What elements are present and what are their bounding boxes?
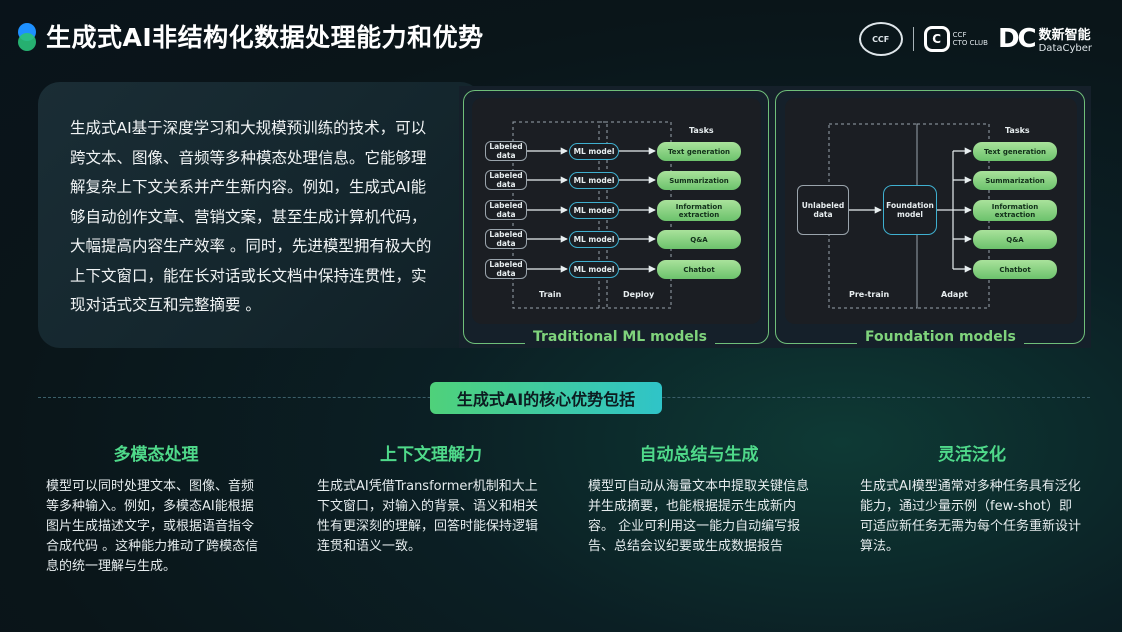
labeled-data-node: Labeled data xyxy=(485,141,527,161)
title-bullet-icon xyxy=(18,23,36,51)
feature-body: 模型可自动从海量文本中提取关键信息并生成摘要，也能根据提示生成新内容。 企业可利… xyxy=(588,479,810,554)
right-tasks-header: Tasks xyxy=(1005,126,1030,135)
title-bar: 生成式AI非结构化数据处理能力和优势 xyxy=(18,18,484,54)
cto-mark-icon: C xyxy=(923,26,950,52)
labeled-data-node: Labeled data xyxy=(485,200,527,220)
ml-vs-foundation-diagram: Traditional ML models Foundation models xyxy=(459,86,1091,348)
dc-mark-icon: DC xyxy=(997,24,1037,54)
cto-line2: CTO CLUB xyxy=(952,39,988,47)
feature-generalization: 灵活泛化 生成式AI模型通常对多种任务具有泛化能力，通过少量示例（few-sho… xyxy=(860,440,1084,557)
task-chatbot: Chatbot xyxy=(657,260,741,279)
cto-club-logo: C CCF CTO CLUB xyxy=(923,26,988,52)
feature-title: 多模态处理 xyxy=(113,445,199,465)
task-text-generation: Text generation xyxy=(657,142,741,161)
page-title: 生成式AI非结构化数据处理能力和优势 xyxy=(46,23,484,52)
feature-body: 生成式AI凭借Transformer机制和大上下文窗口，对输入的背景、语义和相关… xyxy=(317,479,539,554)
feature-summarize: 自动总结与生成 模型可自动从海量文本中提取关键信息并生成摘要，也能根据提示生成新… xyxy=(588,440,810,557)
task-information-extraction: Information extraction xyxy=(973,200,1057,221)
ml-model-node: ML model xyxy=(569,202,619,219)
foundation-caption: Foundation models xyxy=(857,329,1024,345)
cto-line1: CCF xyxy=(952,31,967,39)
unlabeled-data-node: Unlabeled data xyxy=(797,185,849,235)
dc-name-cn: 数新智能 xyxy=(1038,28,1091,43)
task-qa: Q&A xyxy=(657,230,741,249)
foundation-model-node: Foundation model xyxy=(883,185,937,235)
task-chatbot: Chatbot xyxy=(973,260,1057,279)
intro-paragraph: 生成式AI基于深度学习和大规模预训练的技术，可以跨文本、图像、音频等多种模态处理… xyxy=(70,119,432,314)
labeled-data-node: Labeled data xyxy=(485,170,527,190)
ml-model-node: ML model xyxy=(569,231,619,248)
feature-title: 灵活泛化 xyxy=(938,445,1006,465)
logo-group: CCF C CCF CTO CLUB DC 数新智能 DataCyber xyxy=(858,22,1092,56)
traditional-caption: Traditional ML models xyxy=(525,329,715,345)
ml-model-node: ML model xyxy=(569,172,619,189)
dc-name-en: DataCyber xyxy=(1038,43,1092,54)
ccf-seal-logo: CCF xyxy=(858,22,903,56)
task-summarization: Summarization xyxy=(657,171,741,190)
deploy-label: Deploy xyxy=(623,290,655,299)
advantages-heading: 生成式AI的核心优势包括 xyxy=(430,382,662,414)
feature-body: 模型可以同时处理文本、图像、音频等多种输入。例如，多模态AI能根据图片生成描述文… xyxy=(46,479,259,574)
task-summarization: Summarization xyxy=(973,171,1057,190)
ml-model-node: ML model xyxy=(569,143,619,160)
task-information-extraction: Information extraction xyxy=(657,200,741,221)
logo-divider xyxy=(912,27,914,51)
datacyber-logo: DC 数新智能 DataCyber xyxy=(998,24,1092,54)
pretrain-label: Pre-train xyxy=(849,290,890,299)
labeled-data-node: Labeled data xyxy=(485,259,527,279)
intro-card xyxy=(38,82,482,348)
left-tasks-header: Tasks xyxy=(689,126,714,135)
feature-multimodal: 多模态处理 模型可以同时处理文本、图像、音频等多种输入。例如，多模态AI能根据图… xyxy=(46,440,266,577)
task-qa: Q&A xyxy=(973,230,1057,249)
task-text-generation: Text generation xyxy=(973,142,1057,161)
ml-model-node: ML model xyxy=(569,261,619,278)
train-label: Train xyxy=(539,290,562,299)
feature-context: 上下文理解力 生成式AI凭借Transformer机制和大上下文窗口，对输入的背… xyxy=(317,440,545,557)
labeled-data-node: Labeled data xyxy=(485,229,527,249)
feature-body: 生成式AI模型通常对多种任务具有泛化能力，通过少量示例（few-shot）即可适… xyxy=(860,479,1082,554)
feature-title: 自动总结与生成 xyxy=(639,445,759,465)
adapt-label: Adapt xyxy=(941,290,968,299)
feature-title: 上下文理解力 xyxy=(380,445,482,465)
